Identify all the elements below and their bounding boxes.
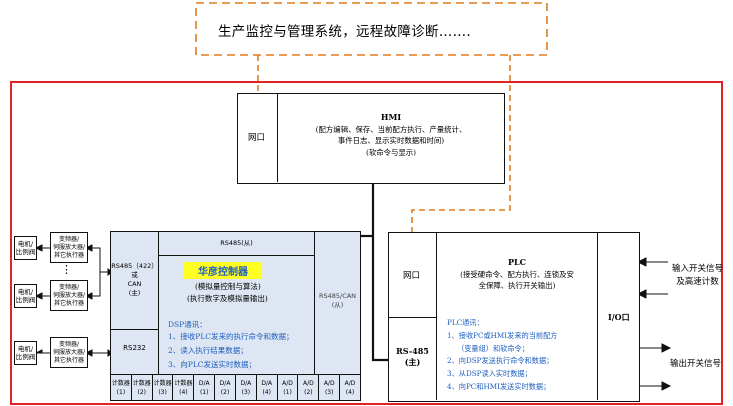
motor-box: 电机/ 比例阀 <box>14 236 37 260</box>
hmi-content: HMI (配方编辑、保存、当前配方执行、产量统计、 事件日志、显示实时数据和时间… <box>278 112 504 158</box>
hmi-port-cell: 网口 <box>238 94 278 182</box>
controller-name: 华彦控制器 <box>184 262 262 279</box>
dsp-item: 3、向PLC发送实时数据； <box>168 360 257 369</box>
output-signal-label: 输出开关信号 <box>670 359 722 369</box>
driver-box: 变频器/ 伺服放大器/ 其它执行器 <box>50 337 88 368</box>
plc-port-cell: 网口 <box>389 233 437 318</box>
io-block: D/A (4) <box>257 375 278 400</box>
controller-subtitle: (模拟量控制与算法) <box>195 282 261 291</box>
controller-box: RS485（422） 或 CAN (主) RS232 RS485(从) RS48… <box>110 231 361 401</box>
plc-comm-item: 3、从DSP读入实时数据； <box>447 369 532 379</box>
plc-io-cell: I/O口 <box>597 233 639 400</box>
plc-comm-item: 2、向DSP发送执行命令和数据； <box>447 356 554 366</box>
io-block: D/A (1) <box>194 375 216 400</box>
banner-text: 生产监控与管理系统，远程故障诊断……. <box>218 24 471 40</box>
plc-port-label: 网口 <box>403 271 421 281</box>
plc-line: 全保障、执行开关输出) <box>478 281 556 290</box>
banner-frame <box>195 2 548 56</box>
io-block: A/D (4) <box>344 380 356 396</box>
driver-box: 变频器/ 伺服放大器/ 其它执行器 <box>50 232 88 263</box>
io-block: A/D (3) <box>319 375 341 400</box>
plc-line: (接受硬命令、配方执行、连锁及安 <box>460 269 574 279</box>
dsp-title: DSP通讯： <box>168 320 207 329</box>
plc-comm-item: 4、向PC和HMI发送实时数据； <box>447 381 551 391</box>
io-block: A/D (1) <box>278 375 299 400</box>
io-block: 计数器 (4) <box>173 375 195 400</box>
io-block: 计数器 (1) <box>111 375 132 400</box>
hmi-plc-bus <box>371 184 388 362</box>
plc-comm-item: （变量组）和软命令； <box>457 343 529 353</box>
motor-box: 电机/ 比例阀 <box>14 284 37 308</box>
driver-box: 变频器/ 伺服放大器/ 其它执行器 <box>50 280 88 311</box>
system-frame <box>10 81 723 405</box>
io-block: 计数器 (2) <box>132 375 153 400</box>
hmi-box: 网口 HMI (配方编辑、保存、当前配方执行、产量统计、 事件日志、显示实时数据… <box>237 93 505 184</box>
controller-rs232-port: RS232 <box>111 330 159 374</box>
controller-rs485-can-slave: RS485/CAN (从) <box>314 232 360 374</box>
plc-io-label: I/O口 <box>608 312 630 322</box>
plc-content: PLC (接受硬命令、配方执行、连锁及安 全保障、执行开关输出) <box>437 257 597 292</box>
plc-title: PLC <box>507 257 526 267</box>
dsp-item: 2、读入执行结果数据； <box>168 346 248 355</box>
plc-box: 网口 RS-485 (主) PLC (接受硬命令、配方执行、连锁及安 全保障、执… <box>388 232 640 402</box>
banner-to-plc-link <box>411 55 511 232</box>
dsp-item: 1、接收PLC发来的执行命令和数据； <box>168 332 294 341</box>
hmi-line: (软命令与显示) <box>365 147 417 157</box>
plc-comm-title: PLC通讯： <box>447 318 484 327</box>
input-signal-label: 输入开关信号 及高速计数 <box>672 264 724 287</box>
io-block: D/A (3) <box>236 375 257 400</box>
hmi-line: 事件日志、显示实时数据和时间) <box>337 136 445 145</box>
io-block: D/A (2) <box>215 375 236 400</box>
hmi-port-label: 网口 <box>248 133 266 143</box>
controller-master-port: RS485（422） 或 CAN (主) <box>111 232 159 330</box>
io-block: 计数器 (3) <box>153 375 174 400</box>
plc-comm-item: 1、接收PC或HMI发来的当前配方 <box>447 330 558 340</box>
plc-rs485-cell: RS-485 (主) <box>389 318 437 400</box>
hmi-line: (配方编辑、保存、当前配方执行、产量统计、 <box>315 124 467 134</box>
controller-subtitle: (执行数字及模拟量输出) <box>187 294 268 303</box>
plc-comm: PLC通讯： 1、接收PC或HMI发来的当前配方 （变量组）和软命令； 2、向D… <box>447 317 557 394</box>
vertical-ellipsis: ⋮ <box>61 263 72 276</box>
hmi-title: HMI <box>380 112 402 122</box>
io-block: A/D (2) <box>298 375 320 400</box>
motor-box: 电机/ 比例阀 <box>14 341 37 365</box>
controller-io-row: 计数器 (1) 计数器 (2) 计数器 (3) 计数器 (4) D/A (1) … <box>111 374 360 400</box>
controller-rs485-slave: RS485(从) <box>159 232 314 256</box>
